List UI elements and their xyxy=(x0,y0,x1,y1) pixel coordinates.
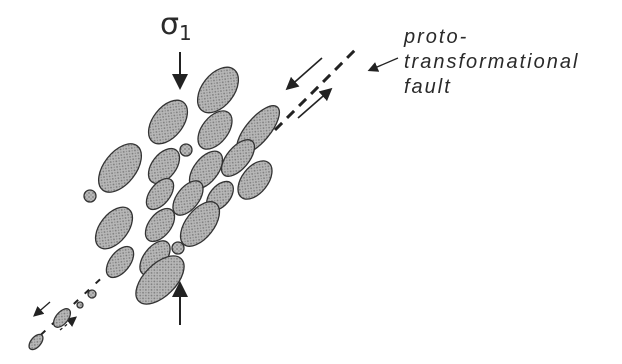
shear-arrow-upper-left xyxy=(288,58,322,88)
ellipse xyxy=(90,136,150,200)
ellipse xyxy=(172,242,184,254)
tension-gash-array xyxy=(26,60,286,352)
ellipse xyxy=(50,306,73,331)
ellipse xyxy=(141,93,195,151)
ellipse xyxy=(88,290,96,298)
ellipse xyxy=(88,200,140,255)
ellipse xyxy=(77,302,83,308)
ellipse xyxy=(84,190,96,202)
ellipse xyxy=(180,144,192,156)
shear-arrow-lower-left xyxy=(35,302,50,315)
ellipse xyxy=(26,332,45,352)
fault-trace-lower xyxy=(30,270,110,345)
fault-trace-upper xyxy=(275,50,355,130)
label-pointer-arrow xyxy=(370,58,398,70)
